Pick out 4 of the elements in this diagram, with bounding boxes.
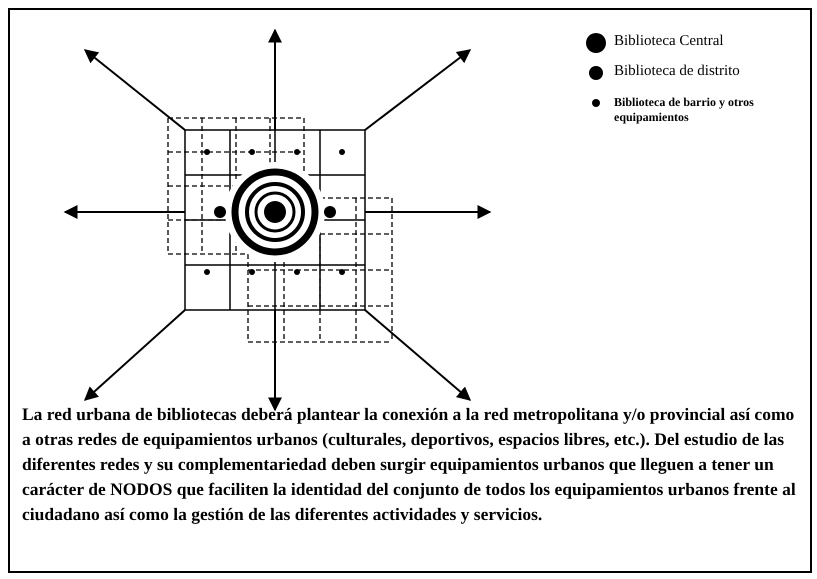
legend-label: Biblioteca de barrio y otros equipamientos	[614, 95, 755, 125]
caption: La red urbana de bibliotecas deberá plantear la conexión a la red metropolitana y/o provincial así como a otras redes de equipamientos urbanos (culturales, deportivos, espacios libres, etc.). Del estudio de las diferentes redes y su complementariedad deben surgir equipamientos urbanos que lleguen a tener un carácter de NODOS que faciliten la identidad del conjunto de todos los equipamientos urbanos frente al ciudadano así como la gestión de las diferentes actividades y servicios.	[22, 403, 797, 526]
legend-label: Biblioteca de distrito	[614, 63, 740, 80]
legend-label: Biblioteca Central	[614, 33, 724, 50]
